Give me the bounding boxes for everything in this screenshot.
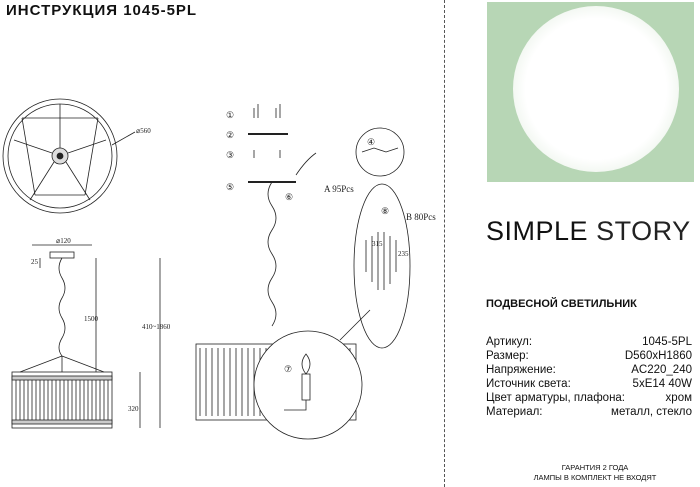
- dim-canopy: ⌀120: [56, 237, 71, 245]
- warranty-note: ГАРАНТИЯ 2 ГОДА ЛАМПЫ В КОМПЛЕКТ НЕ ВХОД…: [520, 463, 670, 483]
- brand-word-2: STORY: [596, 216, 691, 246]
- assembly-diagram: [195, 104, 411, 440]
- part-b-length: 235: [398, 250, 409, 258]
- spec-value: 5xE14 40W: [632, 378, 692, 390]
- step-7: ⑦: [284, 364, 292, 374]
- dim-chain: 1500: [84, 315, 99, 323]
- step-6: ⑥: [285, 192, 293, 202]
- spec-value: AC220_240: [631, 364, 692, 376]
- spec-row: Материал: металл, стекло: [486, 405, 692, 419]
- spec-label: Источник света:: [486, 378, 571, 390]
- step-3: ③: [226, 150, 234, 160]
- spec-row: Артикул: 1045-5PL: [486, 335, 692, 349]
- dim-shade-height: 320: [128, 405, 139, 413]
- lamp-glow: [513, 6, 679, 172]
- bulbs-note-line: ЛАМПЫ В КОМПЛЕКТ НЕ ВХОДЯТ: [533, 473, 657, 482]
- part-b-label: B 80Pcs: [406, 212, 436, 222]
- step-5: ⑤: [226, 182, 234, 192]
- spec-label: Цвет арматуры, плафона:: [486, 392, 626, 404]
- step-8: ⑧: [381, 206, 389, 216]
- spec-value: 1045-5PL: [642, 336, 692, 348]
- spec-label: Напряжение:: [486, 364, 556, 376]
- top-view-diagram: [2, 98, 136, 214]
- spec-label: Артикул:: [486, 336, 533, 348]
- product-photo: [487, 2, 694, 182]
- spec-value: D560xH1860: [624, 350, 692, 362]
- product-type: ПОДВЕСНОЙ СВЕТИЛЬНИК: [486, 298, 637, 310]
- step-4: ④: [367, 137, 375, 147]
- warranty-line: ГАРАНТИЯ 2 ГОДА: [561, 463, 629, 472]
- spec-row: Напряжение: AC220_240: [486, 363, 692, 377]
- step-1: ①: [226, 110, 234, 120]
- spec-row: Источник света: 5xE14 40W: [486, 377, 692, 391]
- spec-row: Размер: D560xH1860: [486, 349, 692, 363]
- front-view-diagram: [11, 244, 161, 429]
- dim-canopy-height: 25: [31, 258, 39, 266]
- step-2: ②: [226, 130, 234, 140]
- dim-diameter: ⌀560: [136, 127, 151, 135]
- spec-value: хром: [665, 392, 692, 404]
- spec-label: Материал:: [486, 406, 543, 418]
- spec-label: Размер:: [486, 350, 529, 362]
- technical-drawing: ⌀560 ⌀120 25 1500 410~1860 320: [2, 98, 436, 440]
- divider: [444, 0, 445, 487]
- dim-height: 410~1860: [142, 323, 171, 331]
- spec-value: металл, стекло: [611, 406, 692, 418]
- part-a-label: A 95Pcs: [324, 184, 354, 194]
- spec-row: Цвет арматуры, плафона: хром: [486, 391, 692, 405]
- part-a-length: 315: [372, 240, 383, 248]
- brand-logo: SIMPLE STORY: [486, 216, 691, 247]
- page-title: ИНСТРУКЦИЯ 1045-5PL: [6, 2, 198, 19]
- brand-word-1: SIMPLE: [486, 216, 589, 246]
- spec-list: Артикул: 1045-5PL Размер: D560xH1860 Напря…: [486, 335, 692, 419]
